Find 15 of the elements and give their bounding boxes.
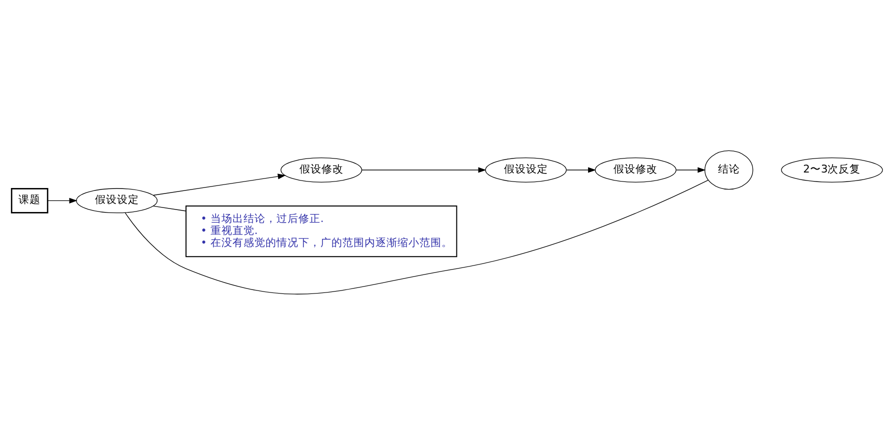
arrow	[153, 173, 286, 196]
arrow	[47, 197, 78, 203]
arrow	[676, 166, 706, 172]
node-box: • 当场出结论，过后修正. • 重视直觉. • 在没有感觉的情况下，广的范围内逐渐缩小范围。	[186, 205, 458, 257]
node-ellipse: 假设设定	[76, 188, 158, 213]
node-ellipse: 结论	[704, 150, 754, 190]
node-ellipse: 假设修改	[280, 156, 362, 182]
node-ellipse: 假设修改	[594, 156, 676, 182]
node-ellipse: 2〜3次反复	[781, 156, 883, 182]
node-box: 课题	[10, 188, 48, 213]
arrow	[362, 166, 486, 172]
node-ellipse: 假设设定	[485, 156, 567, 182]
arrow	[566, 166, 596, 172]
connector	[153, 205, 186, 211]
connector	[124, 179, 708, 294]
